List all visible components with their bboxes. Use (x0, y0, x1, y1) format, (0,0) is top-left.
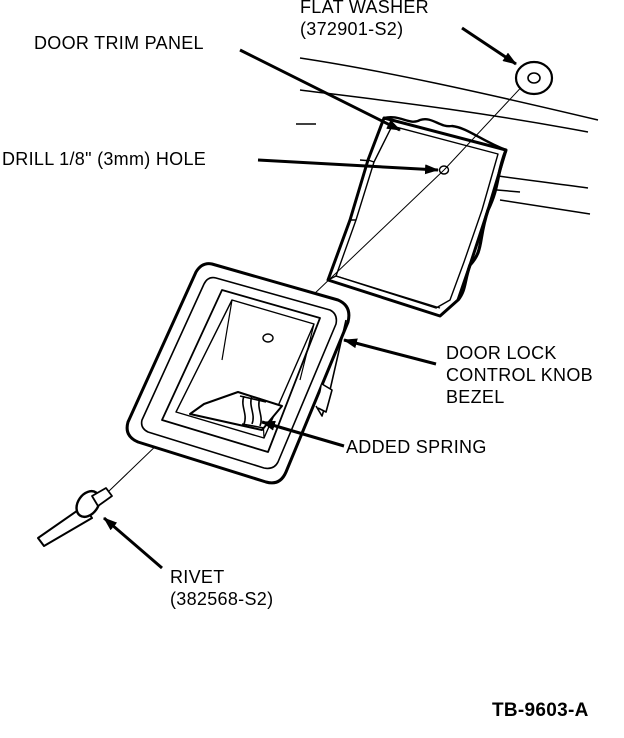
arrow-flat-washer (461, 26, 517, 66)
arrow-door-trim-panel (239, 48, 401, 132)
added-spring-shape (239, 395, 267, 429)
label-flat-washer: FLAT WASHER (372901-S2) (300, 0, 429, 40)
label-drill-hole: DRILL 1/8" (3mm) HOLE (2, 149, 207, 169)
label-bezel: DOOR LOCK CONTROL KNOB BEZEL (446, 342, 593, 408)
label-rivet: RIVET (382568-S2) (170, 566, 273, 610)
arrow-added-spring (261, 420, 345, 448)
label-flat-washer-name: FLAT WASHER (300, 0, 429, 17)
arrow-rivet (103, 516, 163, 570)
leader-lines (103, 26, 517, 570)
door-trim-panel-shape (326, 115, 508, 318)
label-bezel-line2: CONTROL KNOB (446, 365, 593, 385)
bezel-shape (125, 262, 351, 485)
label-door-trim-panel: DOOR TRIM PANEL (34, 33, 204, 53)
figure-id: TB-9603-A (492, 700, 589, 721)
label-bezel-line3: BEZEL (446, 387, 505, 407)
arrow-bezel (343, 338, 437, 366)
label-added-spring: ADDED SPRING (346, 437, 487, 457)
rivet-shape (37, 487, 113, 547)
flat-washer-shape (514, 60, 554, 96)
label-flat-washer-part: (372901-S2) (300, 19, 404, 39)
label-rivet-part: (382568-S2) (170, 589, 274, 609)
label-rivet-name: RIVET (170, 567, 225, 587)
arrow-drill-hole (257, 158, 439, 175)
label-bezel-line1: DOOR LOCK (446, 343, 557, 363)
